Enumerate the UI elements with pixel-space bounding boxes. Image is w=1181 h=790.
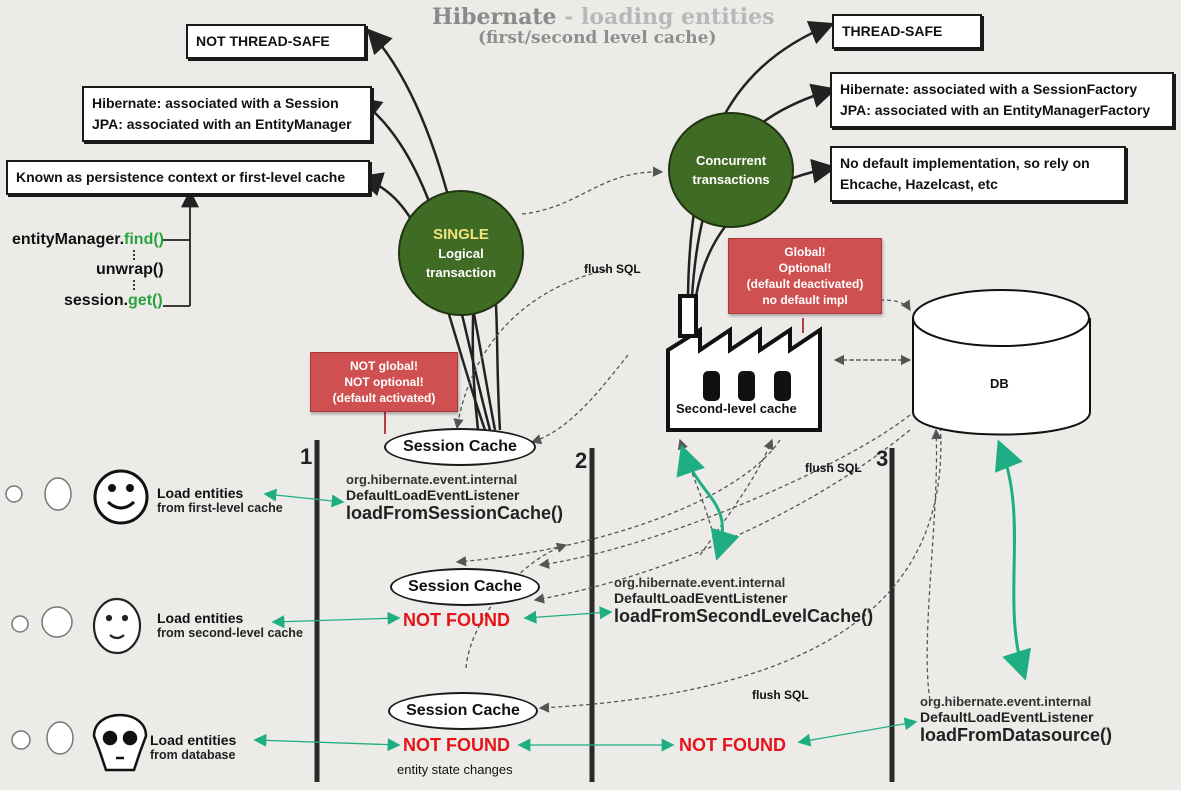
code-session-get: session.get(): [64, 292, 163, 309]
face-bald-medium: [92, 597, 142, 655]
column-number-3: 3: [876, 446, 889, 471]
note-thread-safe: THREAD-SAFE: [832, 14, 982, 49]
row-database: Load entities from database: [150, 732, 237, 762]
flush-sql-label-3: flush SQL: [752, 688, 809, 702]
method-block-second-level: org.hibernate.event.internal DefaultLoad…: [614, 575, 874, 626]
column-number-1: 1: [300, 444, 313, 469]
db-label: DB: [990, 376, 1009, 391]
second-level-cache-label: Second-level cache: [676, 401, 797, 416]
db-icon: [912, 289, 1091, 436]
code-chain-bracket: [133, 189, 199, 307]
note-no-default-impl: No default implementation, so rely on Eh…: [830, 146, 1126, 202]
note-not-thread-safe: NOT THREAD-SAFE: [186, 24, 366, 59]
method-block-datasource: org.hibernate.event.internal DefaultLoad…: [920, 694, 1113, 745]
single-transaction-circle: SINGLE Logical transaction: [398, 190, 524, 316]
small-faces: [5, 477, 74, 755]
red-note-second-level: Global! Optional! (default deactivated) …: [728, 238, 882, 314]
row-first-level: Load entities from first-level cache: [157, 485, 283, 515]
not-found-row3-col1: NOT FOUND: [403, 735, 510, 755]
not-found-row2-col1: NOT FOUND: [403, 610, 510, 630]
column-number-2: 2: [575, 448, 588, 473]
page-title: Hibernate - loading entities: [432, 4, 775, 30]
flush-sql-label-2: flush SQL: [805, 461, 862, 475]
code-unwrap: unwrap(): [96, 261, 164, 278]
face-skull-large: [92, 713, 148, 772]
session-cache-1: Session Cache: [384, 428, 536, 466]
concurrent-transactions-circle: Concurrent transactions: [668, 112, 794, 228]
factory-icon: [666, 294, 822, 432]
note-session-association: Hibernate: associated with a Session JPA…: [82, 86, 372, 142]
page-subtitle: (first/second level cache): [478, 28, 717, 48]
row-connectors: [253, 488, 918, 752]
green-double-arrows: [676, 439, 1031, 681]
row-second-level: Load entities from second-level cache: [157, 610, 303, 640]
red-note-first-level: NOT global! NOT optional! (default activ…: [310, 352, 458, 412]
session-cache-3: Session Cache: [388, 692, 538, 730]
method-block-session: org.hibernate.event.internal DefaultLoad…: [346, 472, 564, 523]
session-cache-2: Session Cache: [390, 568, 540, 606]
note-factory-association: Hibernate: associated with a SessionFact…: [830, 72, 1174, 128]
note-persistence-context: Known as persistence context or first-le…: [6, 160, 370, 195]
code-entity-manager-find: entityManager.find(): [12, 231, 165, 248]
entity-state-changes-label: entity state changes: [397, 762, 513, 777]
flush-sql-label-1: flush SQL: [584, 262, 641, 276]
face-happy-large: [93, 469, 149, 525]
not-found-row3-col2: NOT FOUND: [679, 735, 786, 755]
